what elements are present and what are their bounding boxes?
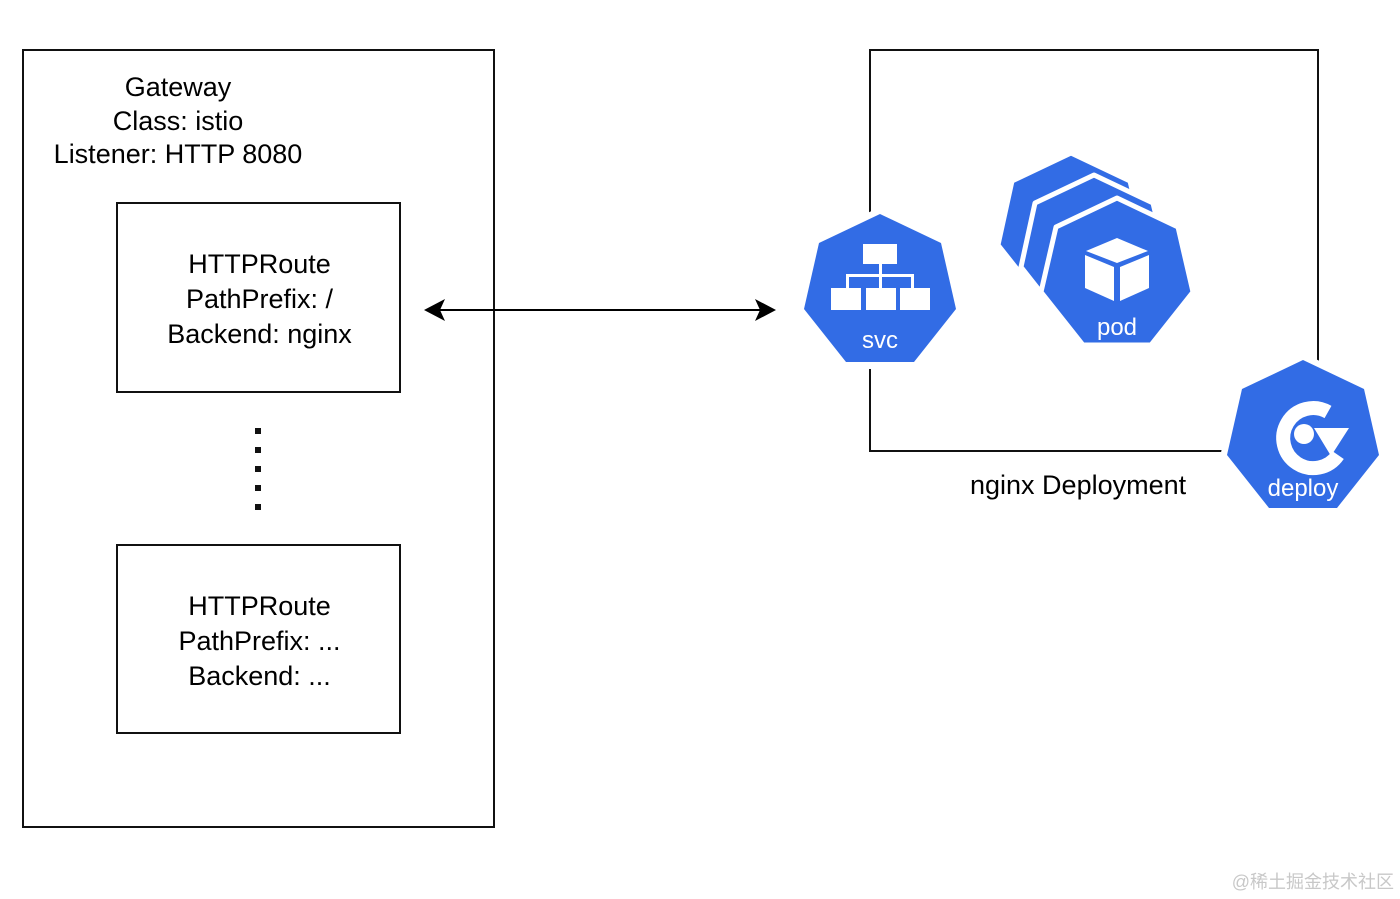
pod-label: pod <box>1097 314 1137 341</box>
watermark: @稀土掘金技术社区 <box>1231 872 1394 892</box>
httproute-path-prefix: PathPrefix: / <box>185 284 334 314</box>
gateway-listener: Listener: HTTP 8080 <box>53 139 303 169</box>
pod-icon: pod <box>995 150 1196 348</box>
httproute-kind: HTTPRoute <box>188 249 331 279</box>
httproute-backend: Backend: nginx <box>167 319 352 349</box>
httproute-backend: Backend: ... <box>188 661 331 691</box>
svc-label: svc <box>862 327 898 354</box>
httproute-box-nginx: HTTPRoute PathPrefix: / Backend: nginx <box>116 202 401 393</box>
gateway-box <box>22 49 495 828</box>
deploy-icon: deploy <box>1220 353 1386 515</box>
deploy-label: deploy <box>1268 475 1339 502</box>
httproute-path-prefix: PathPrefix: ... <box>178 626 341 656</box>
gateway-title: Gateway Class: istio Listener: HTTP 8080 <box>0 71 360 176</box>
gateway-name: Gateway <box>124 72 232 102</box>
svc-icon: svc <box>797 207 963 369</box>
deployment-label: nginx Deployment <box>970 470 1187 500</box>
httproute-kind: HTTPRoute <box>188 591 331 621</box>
httproute-box-other: HTTPRoute PathPrefix: ... Backend: ... <box>116 544 401 734</box>
gateway-class: Class: istio <box>112 106 244 136</box>
bidirectional-arrow <box>424 299 776 321</box>
